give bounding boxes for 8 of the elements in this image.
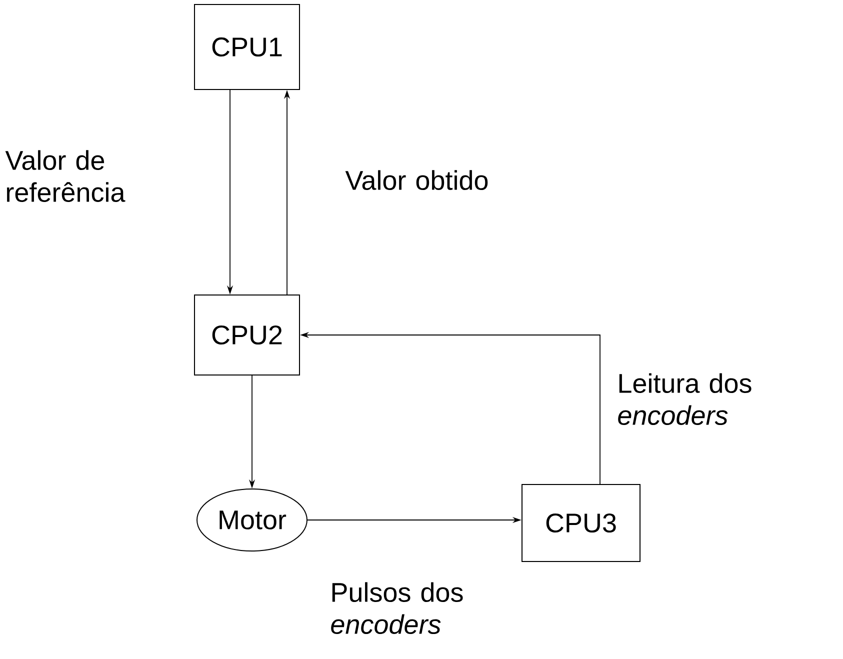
process-box: CPU2 <box>194 294 300 376</box>
edge-label: Valor de referência <box>5 150 126 202</box>
edge-label: Pulsos dos encoders <box>331 582 463 634</box>
process-box: CPU1 <box>194 4 300 90</box>
ellipse-node: Motor <box>196 488 308 552</box>
edge-label: Leitura dos encoders <box>618 373 752 426</box>
process-box: CPU3 <box>522 484 640 562</box>
edge-label: Valor obtido <box>345 170 488 190</box>
